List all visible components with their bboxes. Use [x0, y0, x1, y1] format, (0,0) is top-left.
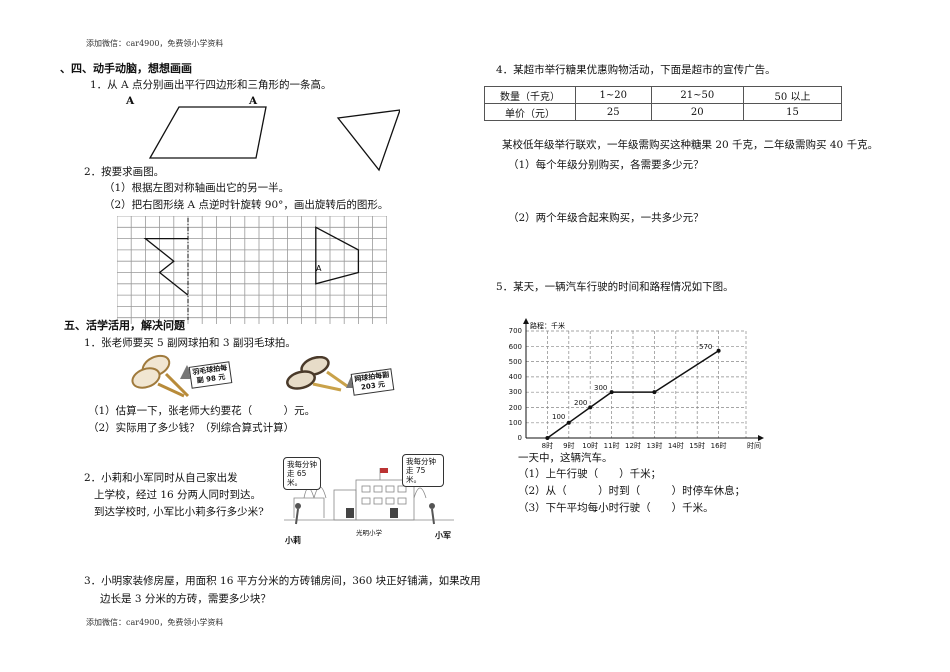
svg-text:15时: 15时	[689, 441, 705, 450]
watermark-bottom: 添加微信：car4900，免费领小学资料	[86, 618, 224, 627]
svg-text:200: 200	[574, 399, 587, 407]
svg-text:600: 600	[509, 343, 522, 351]
svg-text:300: 300	[594, 384, 607, 392]
name-xiaojun: 小军	[435, 531, 451, 540]
section-5-title: 五、活学活用，解决问题	[64, 319, 185, 332]
svg-text:100: 100	[509, 419, 522, 427]
distance-line	[546, 350, 720, 439]
svg-text:13时: 13时	[646, 441, 662, 450]
watermark-top: 添加微信：car4900，免费领小学资料	[86, 39, 224, 48]
s5-q5-sub2: （2）从（ ）时到（ ）时停车休息；	[518, 485, 746, 497]
geometry-figures	[148, 106, 400, 172]
svg-text:路程：千米: 路程：千米	[530, 321, 565, 330]
s5-q1-text: 1．张老师要买 5 副网球拍和 3 副羽毛球拍。	[84, 337, 296, 349]
s5-q2-line1: 2．小莉和小军同时从自己家出发	[84, 472, 238, 484]
school-illustration	[284, 468, 454, 525]
svg-text:0: 0	[518, 434, 522, 442]
s5-q3-line2: 边长是 3 分米的方砖，需要多少块？	[100, 593, 271, 605]
s5-q3-line1: 3．小明家装修房屋，用面积 16 平方分米的方砖铺房间，360 块正好铺满，如果…	[84, 575, 481, 587]
point-a-label-2: A	[249, 95, 258, 107]
s5-q5-sub1: （1）上午行驶（ ）千米；	[518, 468, 662, 480]
s5-q1-sub2: （2）实际用了多少钱？（列综合算式计算）	[88, 422, 295, 434]
svg-text:200: 200	[509, 404, 522, 412]
parallelogram-shape	[148, 106, 267, 159]
svg-text:11时: 11时	[604, 441, 620, 450]
svg-text:570: 570	[699, 343, 712, 351]
svg-text:9时: 9时	[563, 441, 574, 450]
speech-bubble-left: 我每分钟走 65 米。	[283, 457, 321, 490]
svg-text:300: 300	[509, 388, 522, 396]
s4-q2-sub2: （2）把右图形绕 A 点逆时针旋转 90°，画出旋转后的图形。	[104, 199, 389, 211]
s5-q4-sub2: （2）两个年级合起来购买，一共多少元？	[508, 212, 704, 224]
s4-q1-text: 1．从 A 点分别画出平行四边形和三角形的一条高。	[90, 79, 332, 91]
svg-text:10时: 10时	[582, 441, 598, 450]
svg-text:16时: 16时	[711, 441, 727, 450]
s5-q4-text: 4．某超市举行糖果优惠购物活动，下面是超市的宣传广告。	[496, 64, 776, 76]
trapezoid-shape	[315, 226, 360, 285]
svg-text:12时: 12时	[625, 441, 641, 450]
drawing-grid: A	[117, 216, 387, 324]
table-row: 单价（元） 25 20 15	[484, 103, 842, 121]
grid-point-a-label: A	[316, 264, 322, 273]
price-table: 数量（千克） 1~20 21~50 50 以上 单价（元） 25 20 15	[484, 86, 842, 121]
s5-q4-context: 某校低年级举行联欢，一年级需购买这种糖果 20 千克，二年级需购买 40 千克。	[502, 139, 879, 151]
svg-text:700: 700	[509, 327, 522, 335]
svg-text:100: 100	[552, 413, 565, 421]
triangle-shape	[336, 109, 400, 172]
s5-q2-line2: 上学校，经过 16 分两人同时到达。	[94, 489, 262, 501]
badminton-price-tag: 羽毛球拍每 副 98 元	[188, 361, 233, 389]
table-row: 数量（千克） 1~20 21~50 50 以上	[484, 86, 842, 104]
speech-bubble-right: 我每分钟走 75 米。	[402, 454, 444, 487]
distance-time-chart: 0 100 200 300 400 500 600 700 8时 9时 10时 …	[509, 318, 764, 450]
s5-q5-sub3: （3）下午平均每小时行驶（ ）千米。	[518, 502, 714, 514]
s5-q1-sub1: （1）估算一下，张老师大约要花（ ）元。	[88, 405, 316, 417]
svg-text:400: 400	[509, 373, 522, 381]
tennis-racket-icon	[286, 356, 348, 392]
section-4-title: 、四、动手动脑，想想画画	[60, 62, 192, 75]
svg-text:时间: 时间	[747, 441, 761, 450]
school-name: 光明小学	[356, 529, 382, 537]
s4-q2-text: 2．按要求画图。	[84, 166, 165, 178]
svg-text:8时: 8时	[542, 441, 553, 450]
s5-q5-after-chart: 一天中，这辆汽车。	[518, 452, 613, 464]
svg-text:500: 500	[509, 358, 522, 366]
s5-q5-text: 5．某天，一辆汽车行驶的时间和路程情况如下图。	[496, 281, 734, 293]
badminton-racket-icon	[131, 354, 190, 398]
s5-q4-sub1: （1）每个年级分别购买，各需要多少元？	[508, 159, 704, 171]
half-shape	[143, 237, 189, 296]
s4-q2-sub1: （1）根据左图对称轴画出它的另一半。	[104, 182, 290, 194]
s5-q2-line3: 到达学校时, 小军比小莉多行多少米?	[94, 506, 264, 518]
point-a-label-1: A	[126, 95, 135, 107]
name-xiaoli: 小莉	[285, 536, 301, 545]
svg-text:14时: 14时	[668, 441, 684, 450]
tennis-price-tag: 网球拍每副 203 元	[350, 368, 395, 396]
